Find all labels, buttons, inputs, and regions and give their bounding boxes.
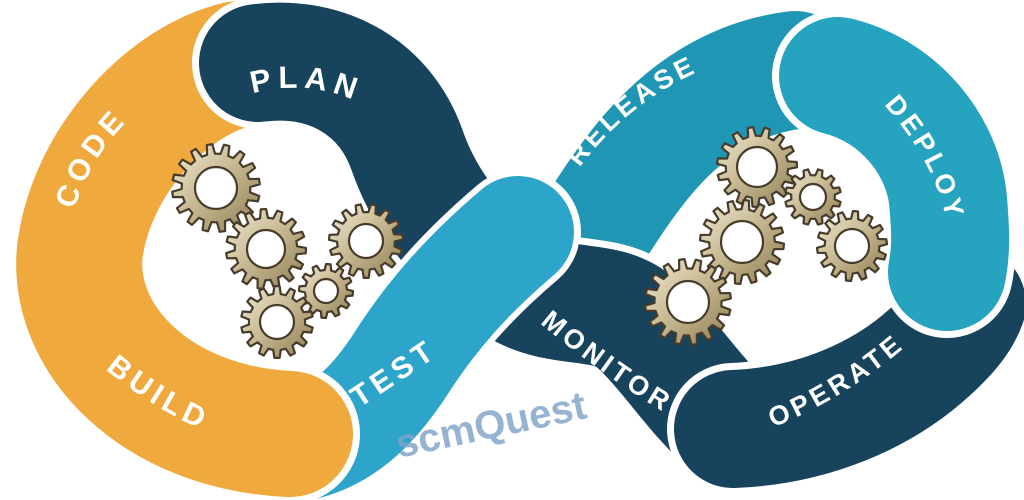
gear-hole bbox=[798, 182, 828, 212]
gear-hole bbox=[245, 228, 287, 270]
gear-hole bbox=[719, 219, 765, 265]
gear-hole bbox=[312, 277, 340, 305]
gears-icon bbox=[644, 126, 889, 346]
gear-hole bbox=[258, 303, 296, 341]
segment-code-build-band bbox=[9, 0, 360, 500]
gear-hole bbox=[347, 222, 385, 260]
gear-hole bbox=[833, 227, 871, 265]
segment-deploy-band bbox=[772, 10, 1017, 338]
gear-hole bbox=[665, 279, 711, 325]
segment-test-band-overlay bbox=[388, 170, 580, 435]
gears-icon bbox=[171, 143, 405, 359]
gear-hole bbox=[193, 165, 239, 211]
gear-hole bbox=[735, 145, 779, 189]
